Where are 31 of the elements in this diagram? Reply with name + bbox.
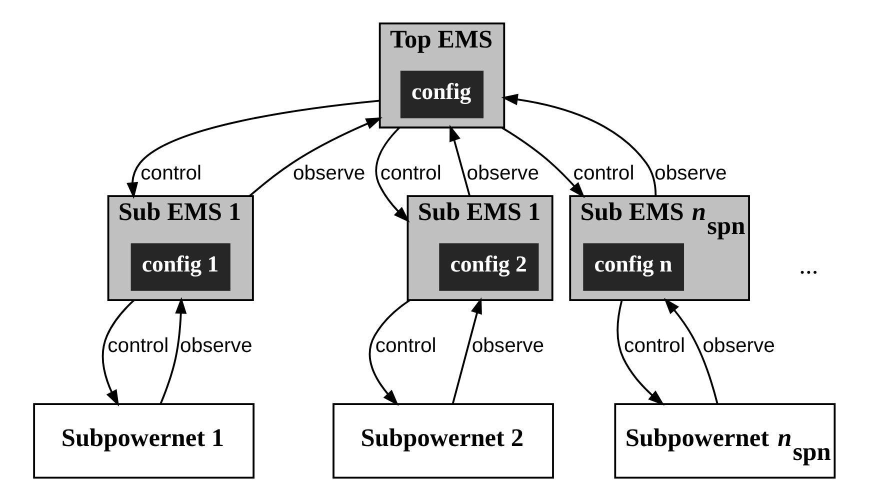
edge-label: control bbox=[140, 162, 202, 184]
arrow bbox=[101, 299, 134, 407]
edge-label: control bbox=[107, 334, 168, 357]
arrow bbox=[126, 100, 380, 199]
label: ... bbox=[798, 251, 818, 280]
arrow bbox=[451, 297, 482, 404]
arrow bbox=[449, 124, 470, 196]
node-box: Subpowernet 2 bbox=[332, 403, 554, 479]
arrow bbox=[616, 300, 664, 406]
node-box: config n bbox=[582, 243, 684, 291]
node-box: config 2 bbox=[438, 243, 538, 291]
node-box: Subpowernet 1 bbox=[32, 403, 254, 479]
edge-label: observe bbox=[702, 334, 774, 357]
edge-label: control bbox=[374, 334, 436, 357]
edge-label: observe bbox=[292, 162, 365, 184]
edge-label: control bbox=[624, 334, 684, 357]
edge-label: control bbox=[572, 162, 634, 184]
edge-label: observe bbox=[180, 334, 252, 357]
arrow bbox=[368, 299, 410, 406]
arrow bbox=[500, 94, 656, 196]
node-box: config 1 bbox=[130, 243, 230, 291]
arrow bbox=[500, 126, 584, 198]
edge-label: observe bbox=[471, 334, 544, 357]
arrow bbox=[248, 117, 382, 197]
node-box: config bbox=[400, 70, 484, 118]
edge-label: observe bbox=[466, 162, 538, 184]
arrow bbox=[374, 126, 410, 222]
edge-label: observe bbox=[654, 162, 726, 184]
arrow bbox=[663, 298, 718, 404]
arrow bbox=[159, 297, 186, 404]
edge-label: control bbox=[380, 162, 441, 184]
